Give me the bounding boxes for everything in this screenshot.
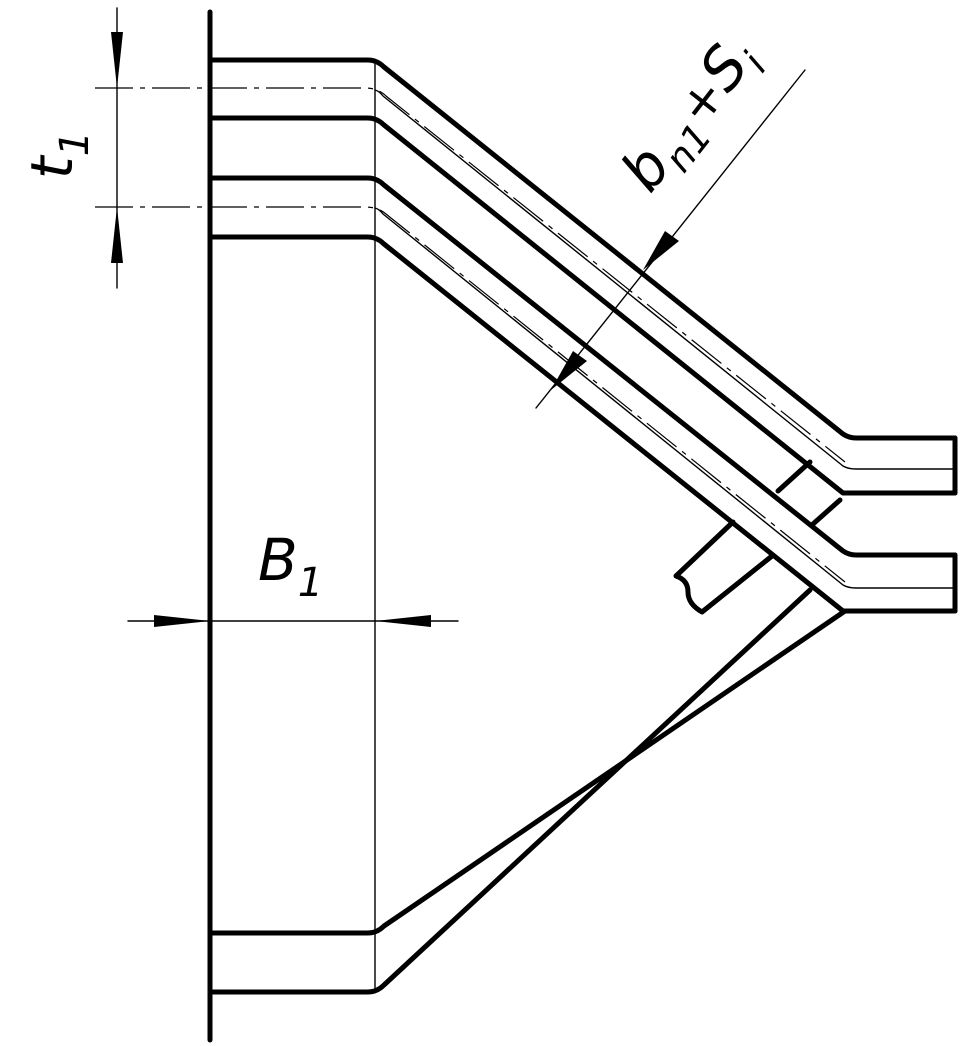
- crossbar: [775, 459, 843, 527]
- broken-rod: [673, 519, 775, 615]
- dimension-b1: B1: [127, 526, 459, 627]
- dimension-bn1-si: bn1+Si: [535, 24, 806, 409]
- lower-strip-bottom-edge: [207, 587, 813, 995]
- upper-strip-2-top-edge: [207, 175, 958, 558]
- upper-strip-2-inner-line: [374, 207, 956, 589]
- upper-strip-1-bottom-edge: [207, 115, 958, 496]
- upper-strip-1-inner-line: [374, 89, 956, 470]
- dimension-t1: t1: [18, 7, 123, 289]
- lower-strip-top-edge: [207, 608, 848, 936]
- dimension-bn1-si-label: bn1+Si: [607, 24, 775, 209]
- dimension-b1-label: B1: [258, 526, 323, 606]
- upper-strip-2-bottom-edge: [207, 234, 958, 614]
- strip-1-center-axis: [95, 87, 846, 463]
- dimension-t1-label: t1: [18, 131, 98, 179]
- strip-2-center-axis: [95, 206, 846, 583]
- upper-strip-1-top-edge: [207, 57, 958, 441]
